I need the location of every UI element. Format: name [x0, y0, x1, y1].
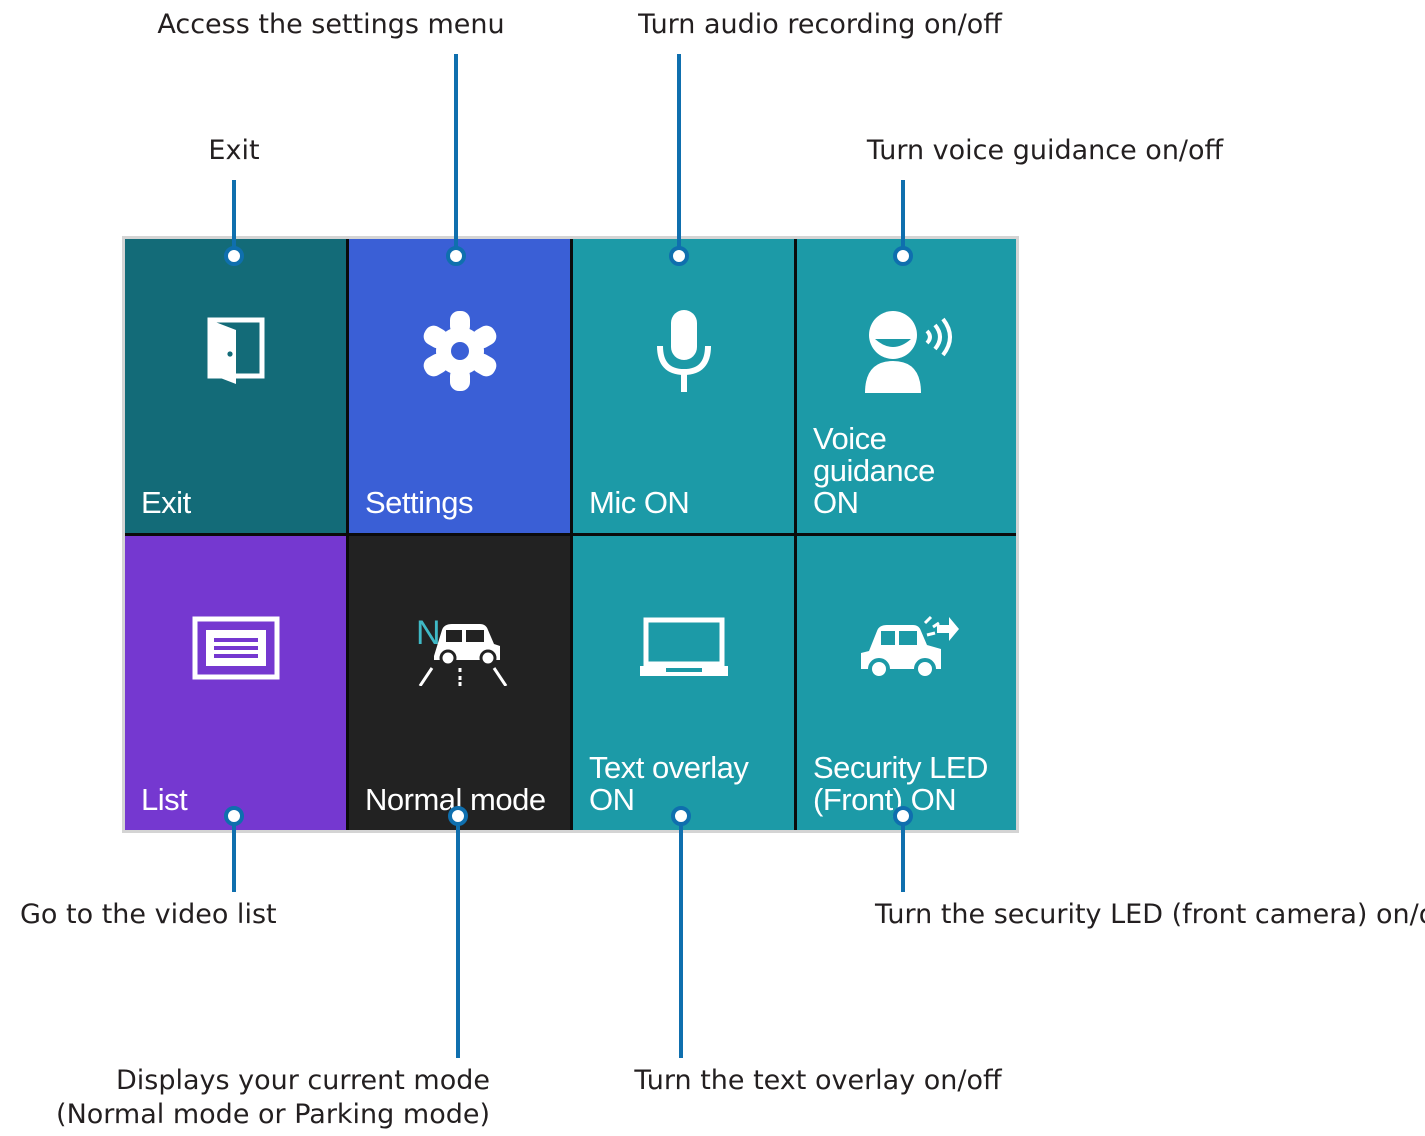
leader-line-settings	[454, 54, 458, 256]
callout-list: Go to the video list	[20, 899, 277, 930]
leader-line-exit	[232, 180, 236, 256]
tile-text-overlay[interactable]: Text overlay ON	[573, 536, 794, 830]
callout-exit: Exit	[208, 135, 260, 166]
leader-line-list	[232, 816, 236, 892]
door-exit-icon	[181, 301, 291, 401]
leader-line-overlay	[679, 816, 683, 1058]
leader-dot-voice	[893, 246, 913, 266]
leader-dot-list	[224, 806, 244, 826]
callout-mode-line2: (Normal mode or Parking mode)	[56, 1098, 490, 1130]
svg-text:N: N	[416, 614, 441, 652]
list-icon	[181, 598, 291, 698]
monitor-icon	[629, 598, 739, 698]
tile-voice-guidance-label: Voice guidance ON	[813, 423, 1016, 519]
tile-security-led-label-line1: Security LED	[813, 750, 988, 785]
tile-exit[interactable]: Exit	[125, 239, 346, 533]
callout-settings: Access the settings menu	[157, 9, 505, 40]
tile-security-led-label-line2: (Front) ON	[813, 782, 957, 817]
leader-dot-overlay	[671, 806, 691, 826]
tile-security-led-label: Security LED (Front) ON	[813, 752, 988, 816]
voice-speaker-icon	[852, 301, 962, 401]
normal-mode-car-icon: N	[405, 598, 515, 698]
tile-security-led[interactable]: Security LED (Front) ON	[797, 536, 1016, 830]
tile-text-overlay-label-line2: ON	[589, 782, 635, 817]
tile-list[interactable]: List	[125, 536, 346, 830]
microphone-icon	[629, 301, 739, 401]
tile-mic[interactable]: Mic ON	[573, 239, 794, 533]
gear-icon	[405, 301, 515, 401]
leader-dot-security	[893, 806, 913, 826]
tile-normal-mode[interactable]: N Normal mode	[349, 536, 570, 830]
callout-voice: Turn voice guidance on/off	[866, 135, 1224, 166]
leader-dot-settings	[446, 246, 466, 266]
leader-dot-mode	[448, 806, 468, 826]
tile-text-overlay-label: Text overlay ON	[589, 750, 749, 817]
tile-exit-label: Exit	[141, 485, 191, 520]
device-screen: Exit Settings	[122, 236, 1019, 833]
callout-mode: Displays your current mode (Normal mode …	[0, 1064, 490, 1132]
leader-line-security	[901, 816, 905, 892]
leader-line-voice	[901, 180, 905, 256]
leader-line-mic	[677, 54, 681, 256]
callout-security: Turn the security LED (front camera) on/…	[875, 899, 1425, 930]
tile-voice-guidance-label-line2: ON	[813, 485, 859, 520]
callout-mode-line1: Displays your current mode	[115, 1065, 490, 1096]
leader-dot-mic	[669, 246, 689, 266]
tile-text-overlay-label-line1: Text overlay	[589, 750, 749, 785]
tile-list-label: List	[141, 782, 188, 817]
tile-settings[interactable]: Settings	[349, 239, 570, 533]
car-led-icon	[852, 598, 962, 698]
tile-mic-label: Mic ON	[589, 485, 690, 520]
tile-settings-label: Settings	[365, 485, 474, 520]
leader-dot-exit	[224, 246, 244, 266]
tile-voice-guidance-label-line1: Voice guidance	[813, 421, 935, 488]
menu-grid: Exit Settings	[125, 239, 1016, 830]
leader-line-mode	[456, 816, 460, 1058]
tile-voice-guidance[interactable]: Voice guidance ON	[797, 239, 1016, 533]
callout-mic: Turn audio recording on/off	[638, 9, 1002, 40]
callout-overlay: Turn the text overlay on/off	[634, 1065, 1002, 1096]
